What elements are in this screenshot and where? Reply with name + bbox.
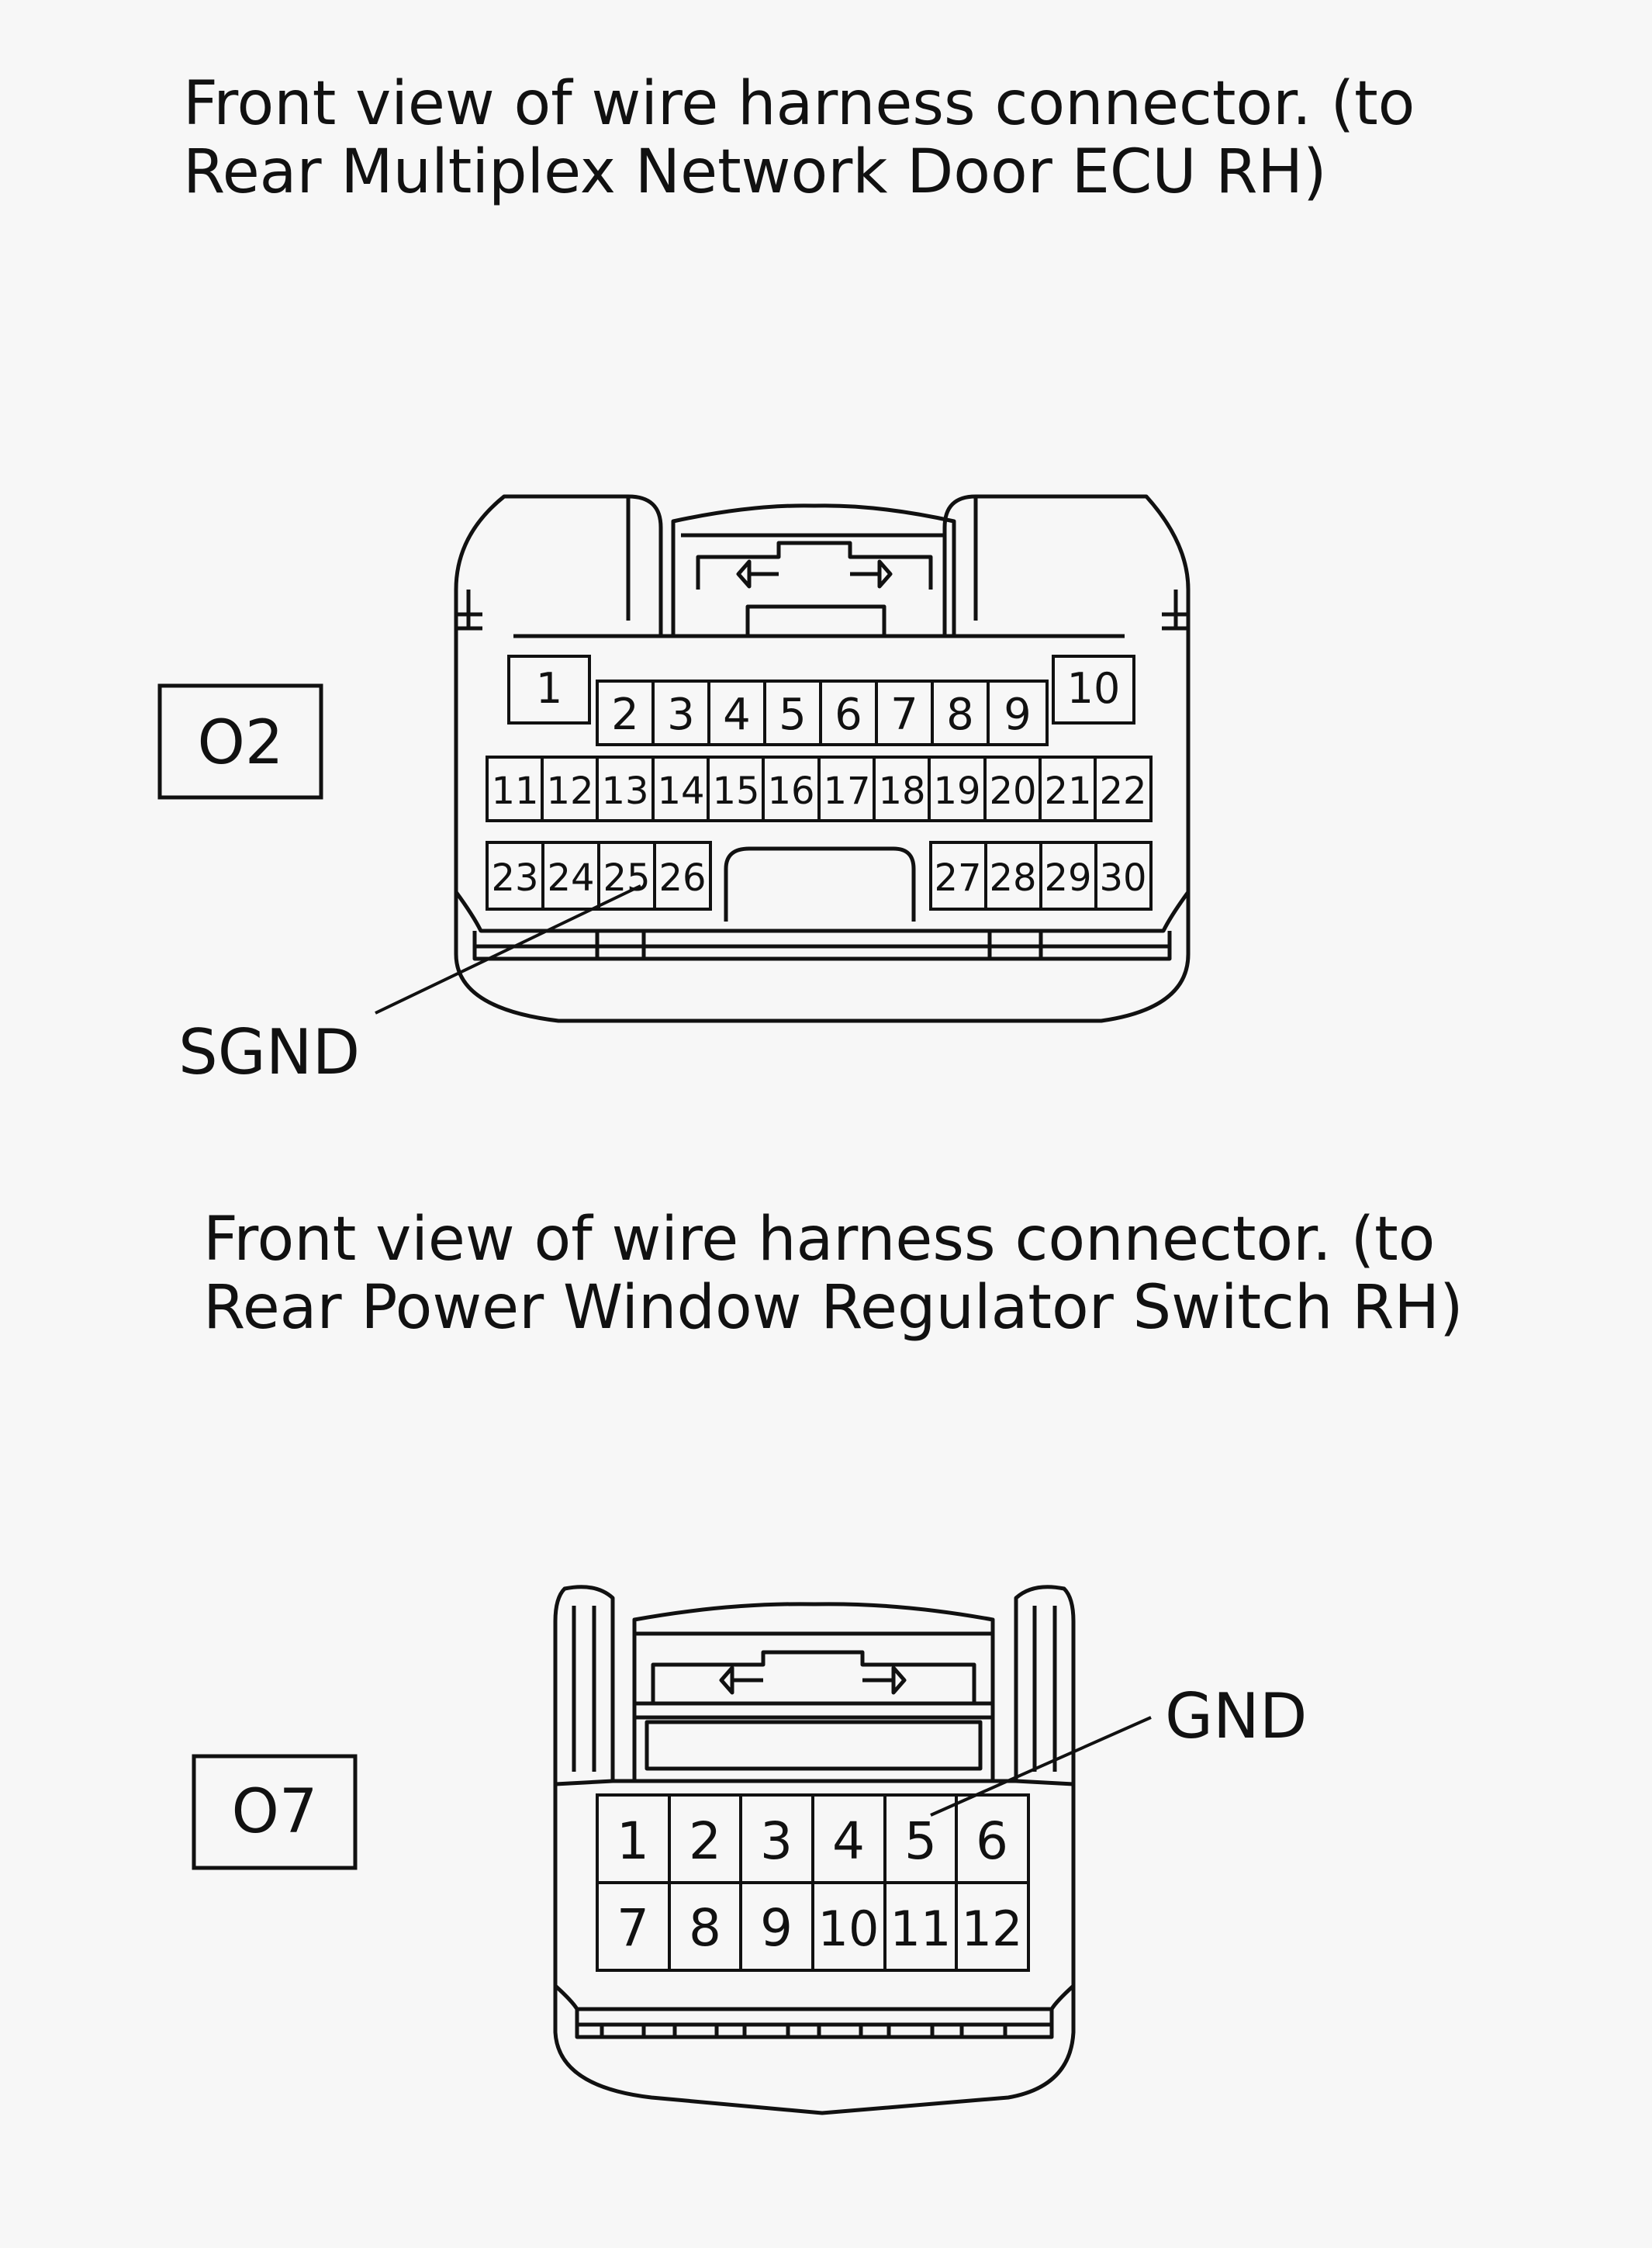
pin-o7-2: 2 [689, 1811, 721, 1871]
pin-o2-3: 3 [667, 690, 695, 740]
connector-o7: Front view of wire harness connector. (t… [192, 1205, 1464, 2115]
pin-o2-9: 9 [1004, 690, 1032, 740]
pin-o2-30: 30 [1099, 856, 1146, 900]
pin-cell-o2-1 [507, 655, 591, 725]
pin-o7-5: 5 [904, 1811, 937, 1871]
callout-line-sgnd [375, 884, 641, 1015]
pin-o2-24: 24 [547, 856, 594, 900]
callout-label-gnd: GND [1165, 1680, 1307, 1752]
connector-id-box-o2 [157, 683, 323, 800]
pin-o2-6: 6 [835, 690, 862, 740]
connector-o2: Front view of wire harness connector. (t… [157, 69, 1415, 1088]
pin-grid-o7: 1 2 3 4 5 6 7 8 9 10 11 12 [596, 1793, 1030, 1972]
connector-id-o2: O2 [197, 708, 283, 778]
pin-o2-8: 8 [946, 690, 974, 740]
pin-o2-15: 15 [712, 770, 759, 813]
pin-o2-7: 7 [890, 690, 918, 740]
caption-o7-line1: Front view of wire harness connector. (t… [203, 1205, 1435, 1274]
pin-o7-10: 10 [818, 1900, 880, 1957]
pin-o2-14: 14 [657, 770, 704, 813]
pin-o7-7: 7 [617, 1898, 649, 1958]
pin-o2-1: 1 [536, 664, 562, 713]
pin-o2-4: 4 [723, 690, 751, 740]
pin-o7-3: 3 [760, 1811, 793, 1871]
pin-o2-27: 27 [934, 856, 981, 900]
connector-housing-o7 [553, 1585, 1076, 2115]
pin-o7-11: 11 [890, 1900, 952, 1957]
pin-cell-o2-10 [1052, 655, 1135, 725]
pin-o2-17: 17 [823, 770, 870, 813]
connector-housing-o2 [454, 494, 1191, 1023]
pin-row-o2-bottom-left: 23 24 25 26 [486, 841, 712, 911]
callout-line-gnd [930, 1716, 1152, 1817]
pin-o2-11: 11 [491, 770, 538, 813]
connector-id-o7: O7 [231, 1777, 317, 1847]
pin-o7-4: 4 [832, 1811, 865, 1871]
caption-o7-line2: Rear Power Window Regulator Switch RH) [203, 1273, 1464, 1343]
pin-o7-6: 6 [976, 1811, 1008, 1871]
pin-o2-28: 28 [989, 856, 1036, 900]
caption-o2-line2: Rear Multiplex Network Door ECU RH) [183, 137, 1327, 207]
pin-o7-8: 8 [689, 1898, 721, 1958]
pin-o2-26: 26 [658, 856, 706, 900]
pin-row-o2-top: 2 3 4 5 6 7 8 9 [596, 680, 1049, 746]
pin-o2-29: 29 [1044, 856, 1091, 900]
pin-o7-1: 1 [617, 1811, 649, 1871]
pin-o2-12: 12 [546, 770, 593, 813]
pin-o2-22: 22 [1099, 770, 1146, 813]
pin-o2-18: 18 [878, 770, 925, 813]
pin-o2-10: 10 [1067, 664, 1121, 713]
caption-o2-line1: Front view of wire harness connector. (t… [183, 69, 1415, 139]
pin-o7-9: 9 [760, 1898, 793, 1958]
pin-o2-16: 16 [767, 770, 814, 813]
pin-o2-20: 20 [989, 770, 1036, 813]
pin-o2-5: 5 [779, 690, 807, 740]
pin-o2-23: 23 [491, 856, 538, 900]
pin-o2-2: 2 [611, 690, 639, 740]
pin-row-o2-bottom-right: 27 28 29 30 [929, 841, 1153, 911]
pin-o2-21: 21 [1044, 770, 1091, 813]
pin-o7-12: 12 [962, 1900, 1023, 1957]
pin-o2-19: 19 [933, 770, 980, 813]
callout-label-sgnd: SGND [178, 1016, 360, 1088]
pin-row-o2-middle: 11 12 13 14 15 16 17 18 19 20 21 22 [486, 756, 1153, 822]
connector-id-box-o7 [192, 1754, 358, 1870]
pin-o2-13: 13 [601, 770, 648, 813]
